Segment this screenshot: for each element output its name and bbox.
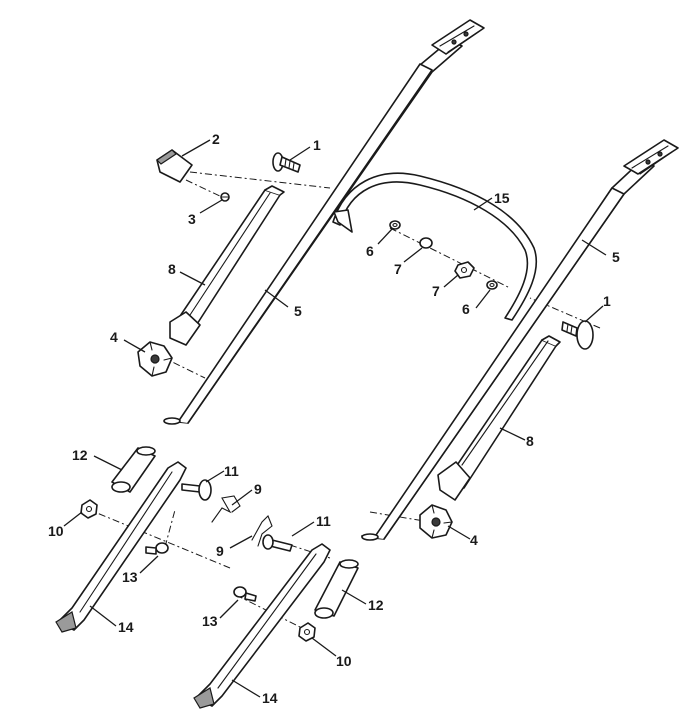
callout-5a: 5 xyxy=(294,303,302,319)
callout-12a: 12 xyxy=(72,447,88,463)
left-handle-tube xyxy=(163,19,485,425)
callout-7a: 7 xyxy=(394,261,402,277)
sleeve-left xyxy=(111,446,156,493)
callout-1a: 1 xyxy=(313,137,321,153)
cap-nut-left xyxy=(419,237,433,249)
callout-13a: 13 xyxy=(122,569,138,585)
star-knob-right xyxy=(419,504,453,539)
callout-6b: 6 xyxy=(462,301,470,317)
lower-arm-left xyxy=(55,461,187,633)
lock-nut-right xyxy=(298,622,316,642)
callout-11b: 11 xyxy=(316,513,331,529)
callout-8b: 8 xyxy=(526,433,534,449)
carriage-bolt-left xyxy=(272,152,301,173)
callout-4a: 4 xyxy=(110,329,118,345)
cross-bar xyxy=(332,172,538,321)
lower-arm-right xyxy=(193,543,331,709)
bolt-right xyxy=(262,534,293,552)
callout-9b: 9 xyxy=(216,543,224,559)
spring-clip-left xyxy=(211,495,241,523)
spring-clip-right xyxy=(251,515,273,547)
washer-left xyxy=(389,220,401,230)
washer-right xyxy=(486,280,498,290)
callout-10b: 10 xyxy=(336,653,352,669)
callout-11a: 11 xyxy=(224,463,239,479)
callout-5b: 5 xyxy=(612,249,620,265)
callout-3: 3 xyxy=(188,211,196,227)
screw-left xyxy=(145,542,169,555)
callout-8a: 8 xyxy=(168,261,176,277)
callout-13b: 13 xyxy=(202,613,218,629)
leader-lines xyxy=(63,139,607,698)
callout-2: 2 xyxy=(212,131,220,147)
callout-14a: 14 xyxy=(118,619,134,635)
callout-12b: 12 xyxy=(368,597,384,613)
callout-4b: 4 xyxy=(470,532,478,548)
callout-14b: 14 xyxy=(262,690,278,706)
lock-nut-left xyxy=(80,499,98,519)
small-screw xyxy=(220,192,230,202)
hex-nut-right xyxy=(454,261,475,279)
callout-9a: 9 xyxy=(254,481,262,497)
callout-15: 15 xyxy=(494,190,510,206)
callout-1b: 1 xyxy=(603,293,611,309)
slide-rail-right xyxy=(437,335,561,501)
callout-7b: 7 xyxy=(432,283,440,299)
bolt-left xyxy=(181,479,212,501)
callout-labels: 1 1 2 3 4 4 5 5 6 6 7 7 8 8 9 9 10 10 11… xyxy=(48,131,620,706)
star-knob-left xyxy=(137,341,173,377)
sleeve-right xyxy=(314,559,359,619)
bracket-part xyxy=(156,149,193,183)
callout-10a: 10 xyxy=(48,523,64,539)
callout-6a: 6 xyxy=(366,243,374,259)
carriage-bolt-right xyxy=(561,320,594,350)
screw-right xyxy=(233,586,257,602)
slide-rail-left xyxy=(169,185,285,346)
right-handle-tube xyxy=(361,139,679,541)
